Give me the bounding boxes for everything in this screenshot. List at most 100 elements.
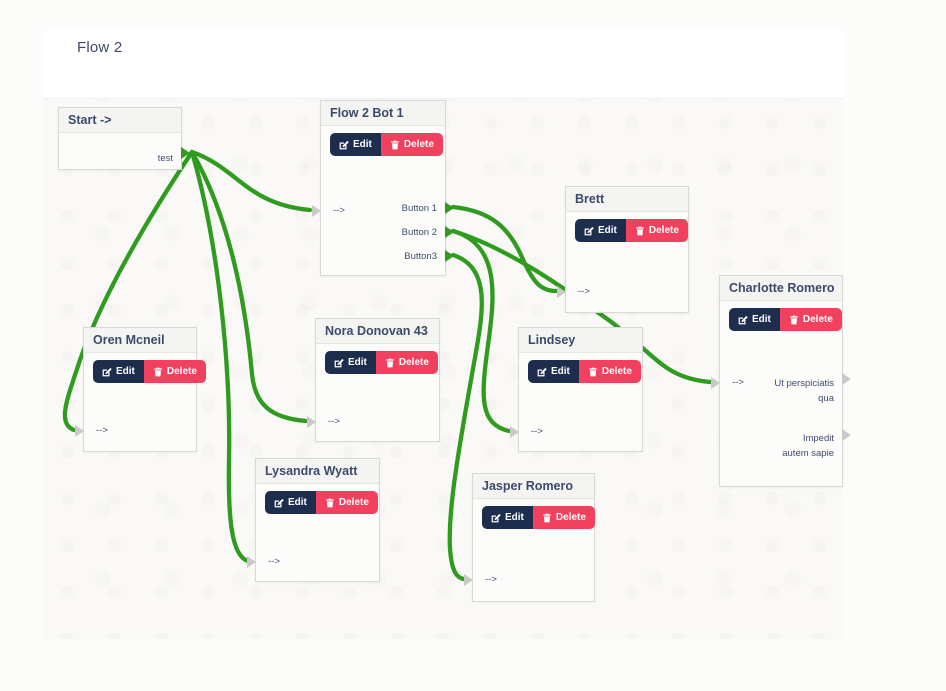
- input-label: -->: [96, 425, 108, 436]
- output-label-ut-perspiciatis: Ut perspiciatis qua: [774, 378, 834, 404]
- output-label-test: test: [157, 153, 173, 164]
- trash-icon: [391, 140, 399, 149]
- output-port-button-1[interactable]: [445, 202, 454, 214]
- delete-button[interactable]: Delete: [625, 219, 688, 242]
- trash-icon: [790, 315, 798, 324]
- edit-button-label: Edit: [288, 497, 307, 508]
- node-title: Brett: [566, 187, 688, 212]
- output-label-button-3: Button3: [404, 251, 437, 262]
- edit-button-label: Edit: [353, 139, 372, 150]
- delete-button[interactable]: Delete: [375, 351, 438, 374]
- node-lindsey[interactable]: Lindsey Edit Delete -->: [510, 327, 643, 452]
- edge-start.test-to-nora.in[interactable]: [189, 149, 309, 424]
- output-port-button-2[interactable]: [445, 226, 454, 238]
- edit-button[interactable]: Edit: [330, 133, 381, 156]
- output-label-impedit-autem: Impedit autem sapie: [782, 433, 834, 459]
- output-port-2[interactable]: [842, 429, 851, 441]
- output-port-1[interactable]: [842, 373, 851, 385]
- input-port[interactable]: [557, 286, 566, 298]
- node-title: Oren Mcneil: [84, 328, 196, 353]
- delete-button-label: Delete: [403, 139, 434, 150]
- input-port[interactable]: [247, 556, 256, 568]
- input-port[interactable]: [464, 574, 473, 586]
- input-port[interactable]: [312, 205, 321, 217]
- input-port[interactable]: [711, 377, 720, 389]
- node-oren-mcneil[interactable]: Oren Mcneil Edit Delete -->: [75, 327, 206, 452]
- delete-button-label: Delete: [166, 366, 197, 377]
- node-title: Start ->: [59, 108, 181, 133]
- edit-pencil-icon: [491, 513, 501, 522]
- delete-button[interactable]: Delete: [143, 360, 206, 383]
- edit-pencil-icon: [334, 358, 344, 367]
- flow-title: Flow 2: [77, 39, 123, 56]
- node-title: Lysandra Wyatt: [256, 459, 379, 484]
- trash-icon: [589, 367, 597, 376]
- delete-button-label: Delete: [601, 366, 632, 377]
- node-title: Charlotte Romero: [720, 276, 842, 301]
- output-label-button-1: Button 1: [401, 203, 437, 214]
- node-brett[interactable]: Brett Edit Delete -->: [557, 186, 689, 313]
- node-jasper-romero[interactable]: Jasper Romero Edit Delete -->: [464, 473, 595, 602]
- output-port-button-3[interactable]: [445, 250, 454, 262]
- output-port[interactable]: [181, 147, 190, 159]
- node-title: Flow 2 Bot 1: [321, 101, 445, 126]
- edit-pencil-icon: [738, 315, 748, 324]
- node-charlotte-romero[interactable]: Charlotte Romero Edit Delete --> Ut pers…: [711, 275, 851, 487]
- delete-button-label: Delete: [648, 225, 679, 236]
- trash-icon: [543, 513, 551, 522]
- input-port[interactable]: [75, 425, 84, 437]
- edge-start.test-to-lysandra.in[interactable]: [189, 149, 251, 564]
- edit-button[interactable]: Edit: [325, 351, 376, 374]
- node-title: Lindsey: [519, 328, 642, 353]
- delete-button-label: Delete: [555, 512, 586, 523]
- flow-header-bar: Flow 2: [44, 29, 843, 99]
- edit-button-label: Edit: [598, 225, 617, 236]
- delete-button-label: Delete: [338, 497, 369, 508]
- input-label: -->: [531, 426, 543, 437]
- delete-button[interactable]: Delete: [578, 360, 641, 383]
- delete-button[interactable]: Delete: [380, 133, 443, 156]
- edge-bot1.button1-to-brett.in[interactable]: [450, 204, 559, 294]
- delete-button-label: Delete: [802, 314, 833, 325]
- edit-button[interactable]: Edit: [528, 360, 579, 383]
- node-start[interactable]: Start -> test: [58, 107, 190, 170]
- input-port[interactable]: [510, 426, 519, 438]
- edit-button-label: Edit: [348, 357, 367, 368]
- input-label: -->: [268, 556, 280, 567]
- delete-button[interactable]: Delete: [315, 491, 378, 514]
- edit-button[interactable]: Edit: [265, 491, 316, 514]
- input-label: -->: [485, 574, 497, 585]
- delete-button[interactable]: Delete: [532, 506, 595, 529]
- edit-pencil-icon: [274, 498, 284, 507]
- edit-pencil-icon: [102, 367, 112, 376]
- node-title: Nora Donovan 43: [316, 319, 439, 344]
- node-nora-donovan-43[interactable]: Nora Donovan 43 Edit Delete -->: [307, 318, 440, 442]
- output-label-button-2: Button 2: [401, 227, 437, 238]
- delete-button-label: Delete: [398, 357, 429, 368]
- edge-start.test-to-bot1.in[interactable]: [189, 149, 313, 213]
- edit-button[interactable]: Edit: [482, 506, 533, 529]
- node-flow-2-bot-1[interactable]: Flow 2 Bot 1 Edit Delete --> Button 1 Bu…: [312, 100, 454, 276]
- edit-button[interactable]: Edit: [729, 308, 780, 331]
- edit-pencil-icon: [537, 367, 547, 376]
- delete-button[interactable]: Delete: [779, 308, 842, 331]
- input-label: -->: [333, 205, 345, 216]
- edit-button[interactable]: Edit: [575, 219, 626, 242]
- edit-button-label: Edit: [116, 366, 135, 377]
- node-lysandra-wyatt[interactable]: Lysandra Wyatt Edit Delete -->: [247, 458, 380, 582]
- edit-pencil-icon: [584, 226, 594, 235]
- edge-bot1.button3-to-jasper.in[interactable]: [447, 252, 484, 582]
- trash-icon: [154, 367, 162, 376]
- trash-icon: [636, 226, 644, 235]
- edit-button-label: Edit: [752, 314, 771, 325]
- edit-button[interactable]: Edit: [93, 360, 144, 383]
- edge-bot1.button2-to-lindsey.in[interactable]: [450, 228, 512, 434]
- node-title: Jasper Romero: [473, 474, 594, 499]
- trash-icon: [326, 498, 334, 507]
- edge-bot1.button2-to-charlotte.in[interactable]: [450, 228, 713, 385]
- input-label: -->: [732, 377, 744, 388]
- trash-icon: [386, 358, 394, 367]
- edit-button-label: Edit: [505, 512, 524, 523]
- input-port[interactable]: [307, 416, 316, 428]
